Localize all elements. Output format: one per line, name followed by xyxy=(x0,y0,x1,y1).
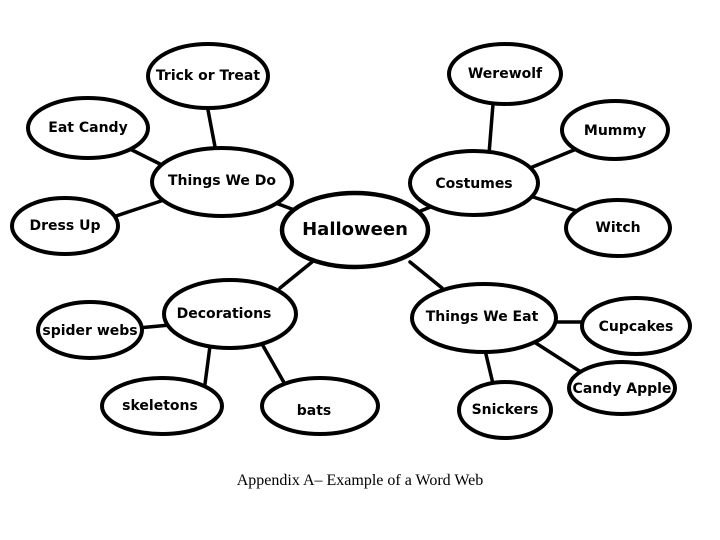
label-skeletons: skeletons xyxy=(122,398,198,414)
node-cupcakes xyxy=(580,296,692,356)
node-witch xyxy=(564,198,672,258)
label-spider-webs: spider webs xyxy=(42,323,137,339)
label-trick-or-treat: Trick or Treat xyxy=(156,68,260,84)
connector-things-we-eat-candy-apple xyxy=(526,336,586,376)
connector-center-decorations xyxy=(278,260,314,290)
figure-caption: Appendix A– Example of a Word Web xyxy=(236,472,484,489)
label-snickers: Snickers xyxy=(472,402,539,418)
branch-things-we-eat: Things We Eat Cupcakes Candy Apple Snick… xyxy=(410,282,692,440)
label-dress-up: Dress Up xyxy=(30,218,101,234)
label-things-we-eat: Things We Eat xyxy=(426,309,539,325)
branch-things-we-do: Things We Do Trick or Treat Eat Candy Dr… xyxy=(10,42,294,256)
label-werewolf: Werewolf xyxy=(468,66,543,82)
label-costumes: Costumes xyxy=(435,176,512,192)
node-trick-or-treat xyxy=(146,42,270,110)
connector-costumes-witch xyxy=(528,194,582,214)
node-things-we-eat xyxy=(410,282,558,354)
connector-costumes-werewolf xyxy=(487,102,495,156)
node-costumes xyxy=(408,149,540,217)
node-eat-candy xyxy=(26,96,150,160)
node-things-we-do xyxy=(150,146,294,218)
node-dress-up xyxy=(10,196,120,256)
label-candy-apple: Candy Apple xyxy=(573,381,672,397)
label-eat-candy: Eat Candy xyxy=(48,120,127,136)
label-halloween: Halloween xyxy=(302,219,408,240)
node-decorations xyxy=(162,278,298,350)
node-bats xyxy=(260,376,380,436)
connector-center-things-we-eat xyxy=(408,260,444,290)
connector-decorations-bats xyxy=(260,342,288,388)
node-center: Halloween xyxy=(279,190,431,270)
connector-things-we-do-trick-or-treat xyxy=(206,108,218,154)
label-bats: bats xyxy=(297,403,332,419)
label-decorations: Decorations xyxy=(177,306,272,322)
node-snickers xyxy=(457,380,553,440)
node-skeletons xyxy=(100,376,224,436)
connector-decorations-skeletons xyxy=(203,344,212,386)
label-things-we-do: Things We Do xyxy=(168,173,276,189)
label-mummy: Mummy xyxy=(584,123,646,139)
branch-costumes: Costumes Werewolf Mummy Witch xyxy=(408,42,672,258)
label-witch: Witch xyxy=(595,220,640,236)
node-spider-webs xyxy=(36,300,144,360)
node-halloween xyxy=(279,190,431,270)
node-mummy xyxy=(560,99,670,161)
label-cupcakes: Cupcakes xyxy=(599,319,674,335)
node-werewolf xyxy=(447,42,563,106)
branch-decorations: Decorations spider webs skeletons bats xyxy=(36,278,380,436)
node-candy-apple xyxy=(567,360,677,416)
connector-costumes-mummy xyxy=(528,148,576,170)
